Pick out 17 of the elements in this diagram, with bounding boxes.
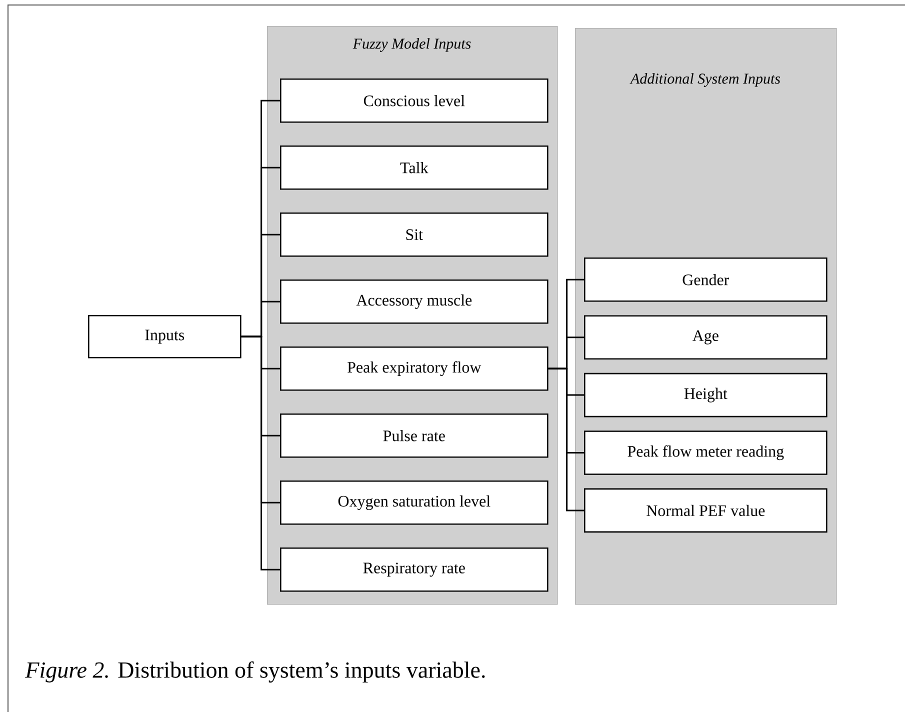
input-box: Respiratory rate (280, 548, 548, 592)
input-box: Age (584, 315, 828, 360)
input-box: Oxygen saturation level (280, 480, 548, 525)
input-box: Accessory muscle (280, 280, 548, 324)
input-box: Peak flow meter reading (584, 430, 828, 475)
input-box: Height (584, 372, 828, 418)
input-box: Sit (280, 212, 548, 257)
caption: Figure 2. Distribution of system’s inputs variable. (25, 661, 485, 683)
input-box: Inputs (88, 315, 242, 358)
input-box: Gender (584, 258, 828, 302)
connector (548, 368, 584, 512)
input-box: Pulse rate (280, 414, 548, 458)
connector (241, 336, 280, 570)
input-box: Normal PEF value (584, 488, 828, 533)
input-box: Talk (280, 146, 548, 190)
input-box: Conscious level (280, 78, 548, 123)
input-box: Peak expiratory flow (280, 346, 548, 391)
